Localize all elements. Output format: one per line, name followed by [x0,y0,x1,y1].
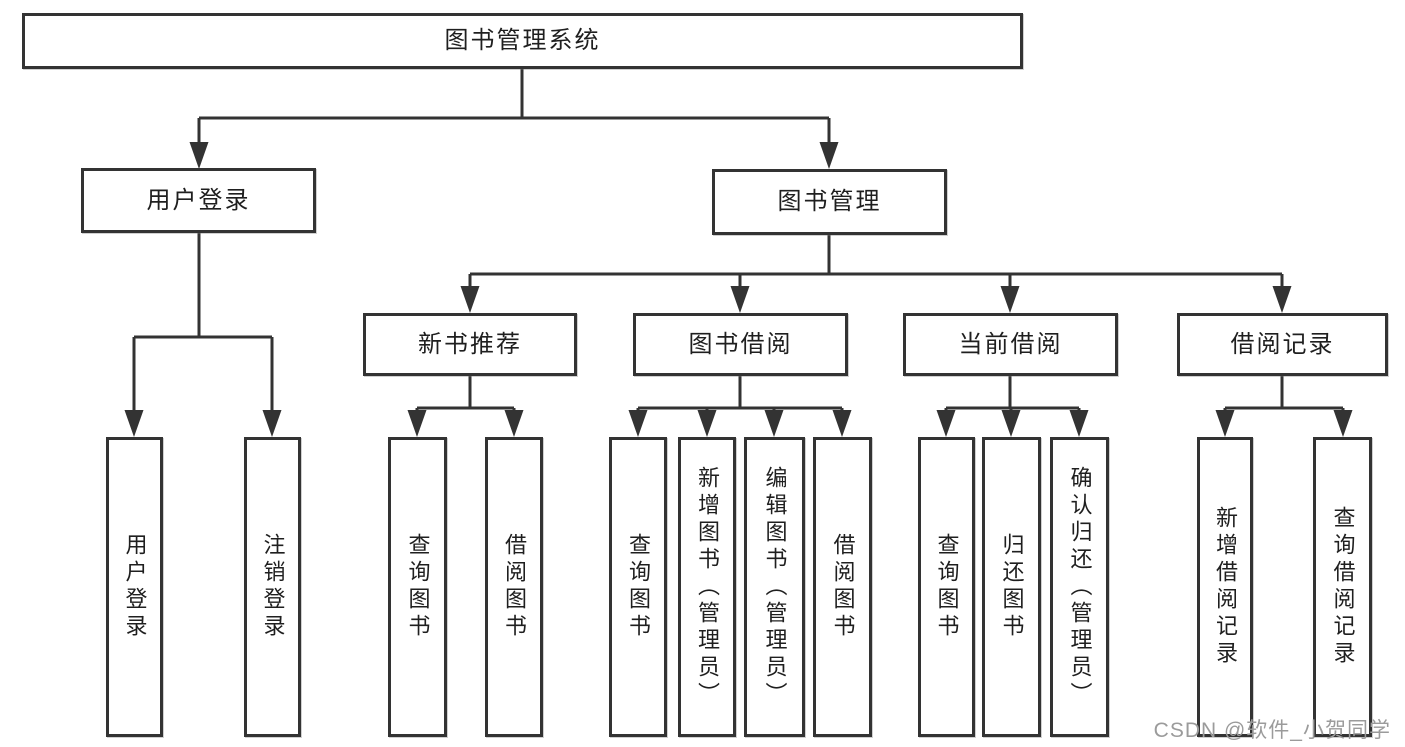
box-add-books-admin: 新增图书（管理员） [678,437,736,737]
box-query-books-current: 查询图书 [918,437,975,737]
box-add-borrow-record: 新增借阅记录 [1197,437,1253,737]
box-user-login-branch: 用户登录 [81,168,316,233]
box-book-management: 图书管理 [712,169,947,235]
box-query-books-recommend: 查询图书 [388,437,447,737]
box-book-borrowing: 图书借阅 [633,313,848,376]
box-edit-books-admin: 编辑图书（管理员） [744,437,805,737]
box-new-book-recommendation: 新书推荐 [363,313,577,376]
box-borrow-books-recommend: 借阅图书 [485,437,543,737]
box-query-borrow-record: 查询借阅记录 [1313,437,1372,737]
box-current-borrowing: 当前借阅 [903,313,1118,376]
box-library-management-system: 图书管理系统 [22,13,1023,69]
watermark: CSDN @软件_小贺同学 [1153,719,1391,742]
box-borrowing-records: 借阅记录 [1177,313,1388,376]
box-confirm-return-admin: 确认归还（管理员） [1050,437,1109,737]
box-return-books: 归还图书 [982,437,1041,737]
box-borrow-books-leaf: 借阅图书 [813,437,872,737]
box-query-books-borrowing: 查询图书 [609,437,667,737]
box-user-login-leaf: 用户登录 [106,437,163,737]
box-logout-leaf: 注销登录 [244,437,301,737]
